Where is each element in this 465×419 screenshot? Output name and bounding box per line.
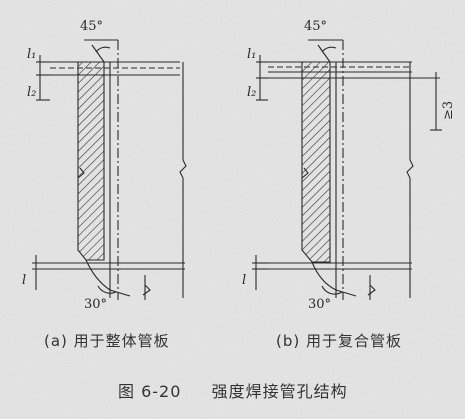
panel-b-angle-bottom: 30° — [308, 297, 331, 312]
panel-a-dim-t2: l₂ — [27, 85, 36, 100]
figure-caption: 图 6-20 强度焊接管孔结构 — [118, 378, 348, 402]
panel-a-caption: (a) 用于整体管板 — [44, 332, 170, 350]
panel-b-dim-right: ≥3 — [441, 101, 456, 120]
panel-a-dim-t1: l₁ — [27, 47, 36, 62]
panel-b-angle-top: 45° — [304, 19, 327, 34]
figure-caption-title: 强度焊接管孔结构 — [211, 382, 348, 401]
panel-b-dim-t1: l₁ — [247, 47, 256, 62]
figure-caption-number: 图 6-20 — [118, 382, 182, 401]
panel-b-dim-t2: l₂ — [247, 85, 256, 100]
panel-a-drawing — [32, 39, 187, 300]
panel-b-dim-l: l — [242, 273, 246, 288]
panel-a-angle-top: 45° — [80, 19, 103, 34]
panel-a-dim-l: l — [22, 273, 26, 288]
panel-b-caption: (b) 用于复合管板 — [276, 332, 402, 350]
panel-b-drawing — [252, 39, 442, 300]
panel-a-angle-bottom: 30° — [84, 297, 107, 312]
